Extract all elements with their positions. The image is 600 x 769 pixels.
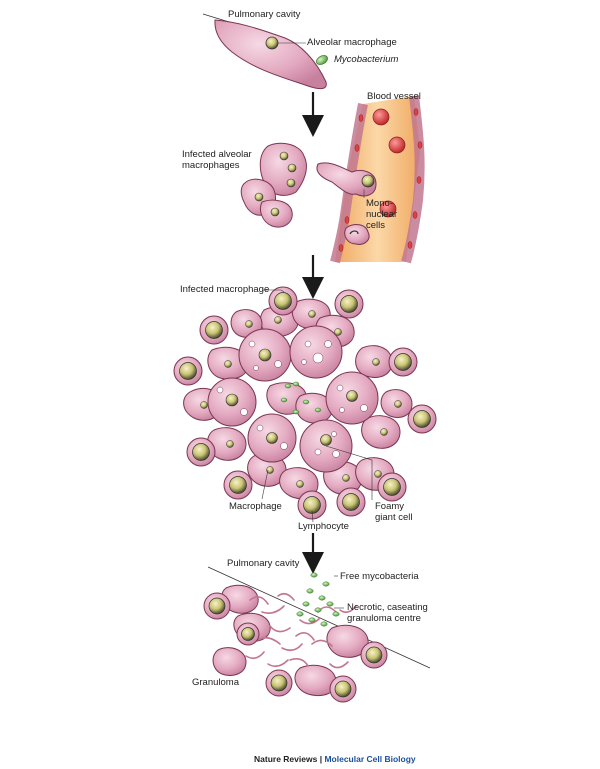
foamy-giant-cell — [207, 377, 257, 427]
footer-journal: Nature Reviews — [254, 754, 318, 764]
label-foamy-giant-cell: Foamy giant cell — [375, 501, 413, 523]
alveolar-macrophage-nucleus — [265, 36, 279, 50]
footer-separator: | — [319, 754, 323, 764]
label-macrophage: Macrophage — [229, 501, 282, 512]
label-infected-alveolar-macrophages: Infected alveolar macrophages — [182, 149, 252, 171]
label-pulmonary-cavity-top: Pulmonary cavity — [228, 9, 301, 20]
label-pulmonary-cavity-bottom: Pulmonary cavity — [227, 558, 300, 569]
caseous-debris — [245, 592, 357, 669]
lymphocyte-cell — [334, 289, 364, 319]
lymphocyte-cell — [297, 490, 327, 520]
label-necrotic-centre: Necrotic, caseating granuloma centre — [347, 602, 428, 624]
label-free-mycobacteria: Free mycobacteria — [340, 571, 419, 582]
foamy-giant-cell — [247, 413, 297, 463]
lymphocyte-cell — [336, 487, 366, 517]
vessel-wall-left — [330, 103, 368, 264]
panel-4-necrosis — [203, 566, 431, 703]
label-lymphocyte: Lymphocyte — [298, 521, 349, 532]
lymphocyte-cell — [173, 356, 203, 386]
cavity-line-bottom — [207, 566, 431, 669]
lymphocyte-cell — [377, 472, 407, 502]
mononuclear-cell — [344, 224, 370, 245]
free-mycobacteria — [296, 572, 340, 627]
footer-credit: Nature Reviews | Molecular Cell Biology — [254, 754, 416, 764]
migrating-mononuclear-cell — [316, 162, 377, 197]
lymphocyte-cell — [407, 404, 437, 434]
lymphocyte-cell — [236, 622, 260, 646]
lymphocyte-cell — [186, 437, 216, 467]
panel-1-alveolus — [202, 13, 328, 90]
lymphocyte-cell — [360, 641, 388, 669]
red-blood-cell — [379, 200, 397, 218]
footer-section: Molecular Cell Biology — [324, 754, 416, 764]
lymphocyte-cell — [329, 675, 357, 703]
lymphocyte-cell — [223, 470, 253, 500]
mycobacterium-icon — [316, 55, 328, 65]
red-blood-cell — [372, 108, 390, 126]
label-granuloma: Granuloma — [192, 677, 239, 688]
foamy-giant-cell — [238, 328, 292, 382]
panel-2-recruitment — [240, 95, 425, 264]
lymphocyte-cell — [388, 347, 418, 377]
lymphocyte-cell — [199, 315, 229, 345]
red-blood-cell — [388, 136, 406, 154]
lymphocyte-cell — [265, 669, 293, 697]
label-blood-vessel: Blood vessel — [367, 91, 421, 102]
lymphocyte-cell — [203, 592, 231, 620]
label-alveolar-macrophage: Alveolar macrophage — [307, 37, 397, 48]
label-infected-macrophage: Infected macrophage — [180, 284, 270, 295]
alveolar-macrophage-cell — [214, 19, 327, 90]
label-mononuclear-cells: Mono- nuclear cells — [366, 198, 398, 231]
lymphocyte-cell — [268, 286, 298, 316]
foamy-giant-cell — [289, 325, 343, 379]
foamy-giant-cell — [325, 371, 379, 425]
label-mycobacterium: Mycobacterium — [334, 54, 399, 65]
panel-3-granuloma — [173, 286, 437, 523]
